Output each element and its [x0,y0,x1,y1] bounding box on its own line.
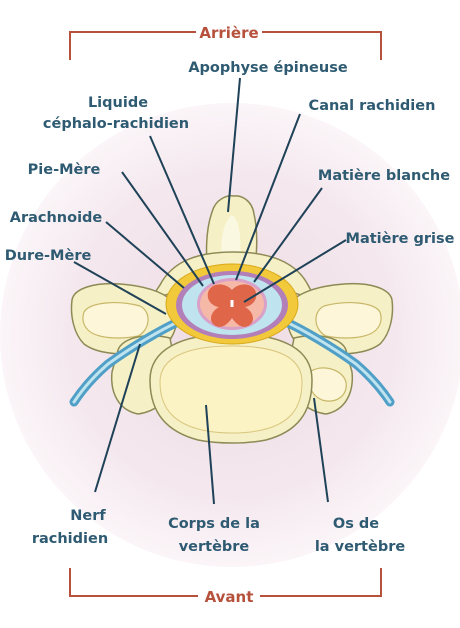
label-dure-mere: Dure-Mère [5,248,92,264]
label-os-line2: la vertèbre [315,539,406,555]
label-corps-line2: vertèbre [179,539,250,555]
label-avant: Avant [205,588,254,606]
label-os-line1: Os de [333,516,379,532]
label-canal: Canal rachidien [309,98,436,114]
label-pie-mere: Pie-Mère [28,162,101,178]
vertebral-body-core [160,346,302,433]
label-arriere: Arrière [199,24,258,42]
label-nerf-line1: Nerf [70,508,106,524]
label-nerf-line2: rachidien [32,531,108,547]
label-arachnoide: Arachnoide [10,210,103,226]
label-liquide-line2: céphalo-rachidien [43,116,189,132]
label-matiere-grise: Matière grise [346,231,455,247]
label-corps-line1: Corps de la [168,516,260,532]
label-liquide-line1: Liquide [88,95,148,111]
label-apophyse: Apophyse épineuse [188,60,348,76]
central-canal [231,300,234,307]
label-matiere-blanche: Matière blanche [318,168,450,184]
